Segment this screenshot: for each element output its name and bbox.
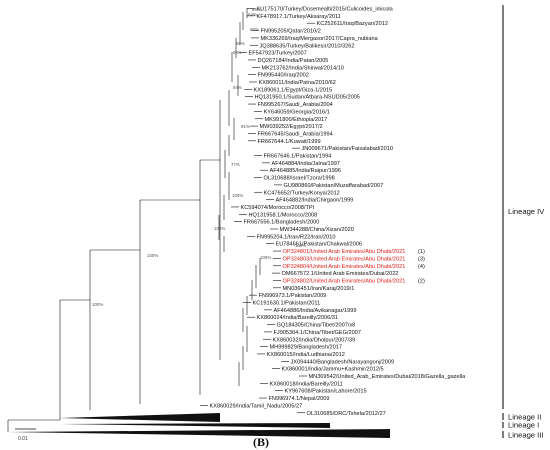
taxon-label: FR667646.1/Pakistan/1994 <box>264 154 332 160</box>
taxon-label: KX860001/India/Jammu+Kashmir/2012/5 <box>282 367 384 373</box>
taxon-label: OL310688/Israel/Tzora/1998 <box>264 176 335 182</box>
taxon-label: DQ267184/India/Patan/2005 <box>258 58 329 64</box>
bootstrap-value: 99% <box>233 50 242 55</box>
taxon-label: FN996974.1/Nepal/2009 <box>269 396 330 402</box>
taxon-label: AF464882/India/Chirgaon/1999 <box>276 198 354 204</box>
taxon-label: OL310685/DRC/Tshela/2012/27 <box>307 411 386 417</box>
study-mark: (2) <box>418 278 425 284</box>
taxon-label: KC476652/Turkey/Konya/2012 <box>264 190 340 196</box>
taxon-label: GQ184305/China/Tibet/2007/x8 <box>277 323 356 329</box>
bootstrap-value: 100% <box>147 253 158 258</box>
taxon-label: KY646059/Georgia/2016/1 <box>264 109 330 115</box>
lineage-iv-label: Lineage IV <box>508 207 545 216</box>
bootstrap-value: 99% <box>236 41 245 46</box>
lineage-label: Lineage III <box>508 431 543 440</box>
taxon-label: KX860029/India/Tamil_Nadu/2005/27 <box>210 403 303 409</box>
collapsed-clades <box>8 413 390 438</box>
lineage-label: Lineage II <box>508 413 541 422</box>
taxon-label: JQ388635/Turkey/Balikesir/2010/3262 <box>260 43 355 49</box>
taxon-label: OP324801/United Arab Emirates/Abu Dhabi/… <box>283 249 406 255</box>
taxon-label: EU784661/Pakistan/Chakwal/2006 <box>276 242 362 248</box>
taxon-label: KC594074/Morocco/2008/TPI <box>241 205 315 211</box>
taxon-label: KC252611/Iraq/Bazyan/2012 <box>317 21 388 27</box>
bootstrap-value: 84% <box>233 85 242 90</box>
taxon-label: MN369542/United_Arab_Emirates/Dubai/2018… <box>309 374 467 380</box>
bootstrap-value: 100% <box>214 226 225 231</box>
taxon-label: MK991800/Ethiopia/2017 <box>265 117 328 123</box>
taxon-label: OM667572.1/United Arab Emirates/Dubai/20… <box>282 271 399 277</box>
study-mark: (3) <box>418 256 425 262</box>
bootstrap-value: 84% <box>248 12 257 17</box>
study-marks: (1)(3) (4) (2) <box>418 249 425 284</box>
bootstrap-value: 100% <box>260 255 271 260</box>
taxon-label: FN995267/Saudi_Arabia/2004 <box>258 102 333 108</box>
taxon-label: MW344288/China/Xizan/2020 <box>280 227 354 233</box>
taxon-label: HQ131958.1/Morocco/2008 <box>249 212 318 218</box>
study-mark: (1) <box>418 249 425 255</box>
taxon-label: OP324803/United Arab Emirates/Abu Dhabi/… <box>283 256 406 262</box>
taxon-label: MH999829/Bangladesh/2017 <box>270 345 342 351</box>
taxon-label: FN995440/Iraq/2002 <box>258 73 309 79</box>
study-mark: (4) <box>418 264 425 270</box>
taxon-label: JN009671/Pakistan/Faisalabad/2010 <box>302 146 393 152</box>
lineage-label: Lineage I <box>508 421 539 430</box>
scale-bar-label: 0.01 <box>18 436 28 442</box>
taxon-label: AF464886/India/Avikanagar/1999 <box>274 308 357 314</box>
wedge-lineage-i <box>60 423 330 428</box>
taxon-label: KC191630.1/Pakistan/2011 <box>253 301 321 307</box>
taxon-label: FN995205/Qatar/2010/2 <box>261 29 321 35</box>
taxon-label: FR667645/Saudi_Arabia/1994 <box>258 131 333 137</box>
taxon-label: FR667644.1/Kuwait/1999 <box>258 139 321 145</box>
taxon-label: KX860015/India/Ludhiana/2012 <box>267 352 345 358</box>
taxon-label: MK336269/Iraq/Mergasor/2017/Capra_nubian… <box>261 36 379 42</box>
taxon-label: MK213762/India/Shirwal/2014/10 <box>262 65 344 71</box>
bootstrap-value: 86% <box>252 7 261 12</box>
taxon-label: GU980860/Pakistan/Muzaffarabad/2007 <box>284 183 384 189</box>
bootstrap-value: 98% <box>250 27 259 32</box>
panel-label: (B) <box>253 435 269 449</box>
taxon-label: MN036451/Iran/Karaj/2019/1 <box>283 286 355 292</box>
tree-branches <box>7 8 315 432</box>
taxon-labels: KU175170/Turkey/Dosemealti/2015/Culicoid… <box>210 7 467 417</box>
taxon-label: JX094440/Bangladesh/Narayangonj/2009 <box>291 359 395 365</box>
bootstrap-value: 100% <box>92 302 103 307</box>
taxon-label: AF464885/India/Raipur/1996 <box>270 168 342 174</box>
taxon-label: FN996973.1/Pakistan/2009 <box>259 293 327 299</box>
scale-bar: 0.01 <box>15 428 36 442</box>
wedge-lineage-ii <box>60 413 220 422</box>
bootstrap-value: 91% <box>241 124 250 129</box>
taxon-label: KF478917.1/Turkey/Aksaray/2011 <box>257 14 341 20</box>
taxon-label: AF464884/India/Jalna/1997 <box>272 161 340 167</box>
taxon-label: FN995204.1/Iran/R22/Iran/2010 <box>257 234 336 240</box>
taxon-label: KX189061.1/Egypt/Giza-1/2015 <box>254 87 333 93</box>
taxon-label: KX860032/India/Dholpur/2007/39 <box>273 337 356 343</box>
bootstrap-value: 100% <box>232 193 243 198</box>
taxon-label: MW039252/Egypt/2017/2 <box>260 124 323 130</box>
taxon-label: KU175170/Turkey/Dosemealti/2015/Culicoid… <box>257 7 394 13</box>
taxon-label: KX860018/India/Bareilly/2011 <box>270 381 343 387</box>
bootstrap-value: 77% <box>231 162 240 167</box>
taxon-label: OP324802/United Arab Emirates/Abu Dhabi/… <box>283 278 406 284</box>
wedge-lineage-iii <box>8 429 390 438</box>
taxon-label: FJ905304.1/China/Tibet/GEG/2007 <box>274 330 361 336</box>
taxon-label: EF547923/Turkey/2007 <box>249 51 307 57</box>
taxon-label: OP324804/United Arab Emirates/Abu Dhabi/… <box>283 264 406 270</box>
taxon-label: HQ131950.1/Sudan/Atbara-NSUD05/2005 <box>255 95 360 101</box>
bootstrap-values: 86%84%99%98%99%84%77%91%100%100%100%100%… <box>92 7 306 307</box>
bootstrap-value: 100% <box>295 243 306 248</box>
taxon-label: KX860011/India/Patna/2010/62 <box>259 80 336 86</box>
taxon-label: KY967608/Pakistan/Lahore/2015 <box>285 389 367 395</box>
taxon-label: FR667556.1/Bangladesh/2000 <box>244 220 320 226</box>
taxon-label: KX860024/India/Bareilly/2006/31 <box>257 315 338 321</box>
